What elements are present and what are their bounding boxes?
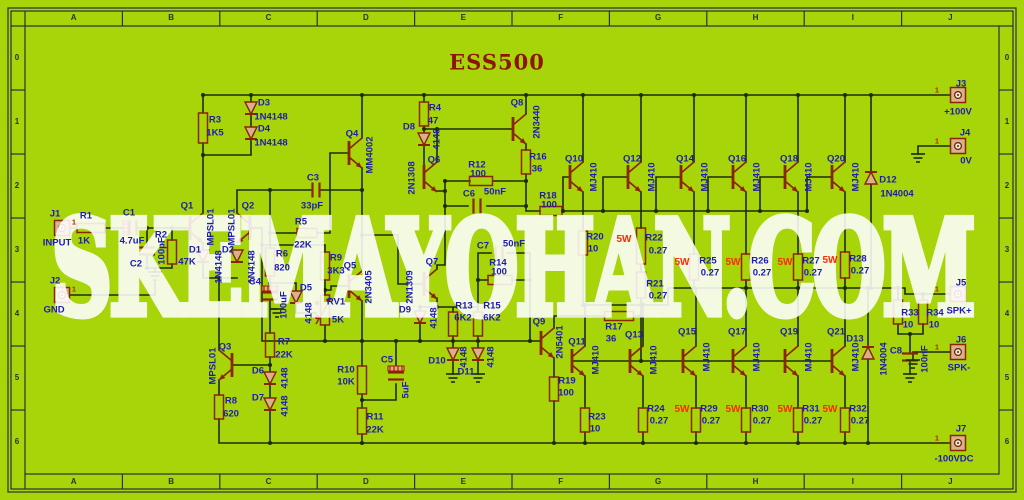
Q18-symbol xyxy=(783,161,799,193)
R4-symbol xyxy=(418,101,430,127)
Q2-symbol xyxy=(236,212,252,244)
R31-symbol xyxy=(792,407,804,433)
J2-symbol xyxy=(53,286,71,304)
D4-symbol xyxy=(243,126,259,141)
GND3-symbol xyxy=(446,373,460,383)
Q21-symbol xyxy=(830,345,846,377)
GND4-symbol xyxy=(471,373,485,383)
D8-symbol xyxy=(416,132,432,147)
R30-symbol xyxy=(740,407,752,433)
R29-symbol xyxy=(690,407,702,433)
D2-symbol xyxy=(229,249,245,264)
R15-symbol xyxy=(472,311,484,337)
R12-symbol xyxy=(468,175,494,187)
R23-symbol xyxy=(579,407,591,433)
wires-path xyxy=(68,94,952,444)
R34-symbol xyxy=(917,299,929,325)
R3-symbol xyxy=(197,112,209,144)
R7-symbol xyxy=(264,332,276,358)
R8-symbol xyxy=(213,394,225,420)
Q13-symbol xyxy=(628,345,644,377)
GND6-symbol xyxy=(906,359,920,369)
R27-symbol xyxy=(792,253,804,281)
GND1-symbol xyxy=(148,271,162,281)
R21-symbol xyxy=(635,271,647,299)
R33-symbol xyxy=(892,299,904,325)
R26-symbol xyxy=(740,253,752,281)
GND2-symbol xyxy=(270,308,284,318)
D1-symbol xyxy=(195,249,211,264)
wire-layer xyxy=(68,94,952,444)
Q14-symbol xyxy=(679,161,695,193)
Q7-symbol xyxy=(422,268,438,300)
Q9-symbol xyxy=(539,327,555,359)
R25-symbol xyxy=(688,253,700,281)
Q12-symbol xyxy=(626,161,642,193)
J5-symbol xyxy=(949,285,967,303)
Q20-symbol xyxy=(830,161,846,193)
R28-symbol xyxy=(839,251,851,279)
Q4-symbol xyxy=(347,137,363,169)
R14-symbol xyxy=(487,274,513,286)
R16-symbol xyxy=(520,149,532,175)
Q8-symbol xyxy=(511,113,527,145)
Q17-symbol xyxy=(731,345,747,377)
D6-symbol xyxy=(262,371,278,386)
C1-symbol xyxy=(122,220,138,236)
R32-symbol xyxy=(839,407,851,433)
R5-symbol xyxy=(296,227,318,239)
R13-symbol xyxy=(447,311,459,337)
C4-symbol xyxy=(261,285,279,301)
J4-symbol xyxy=(949,137,967,155)
R20-symbol xyxy=(577,230,589,256)
C5-symbol xyxy=(387,365,405,381)
D9-symbol xyxy=(412,310,428,325)
R6-symbol xyxy=(264,247,276,277)
R18-symbol xyxy=(539,205,563,217)
Q3-symbol xyxy=(218,349,234,381)
GND7-symbol xyxy=(903,373,917,383)
D5-symbol xyxy=(288,290,304,305)
Q15-symbol xyxy=(681,345,697,377)
Q19-symbol xyxy=(783,345,799,377)
C3-symbol xyxy=(311,182,321,198)
D13-symbol xyxy=(860,345,876,360)
C2-symbol xyxy=(139,246,155,256)
R17-symbol xyxy=(603,310,635,322)
C7-symbol xyxy=(494,245,504,261)
R2-symbol xyxy=(166,239,178,265)
C6-symbol xyxy=(472,198,482,214)
R24-symbol xyxy=(637,407,649,433)
R10-symbol xyxy=(356,365,368,395)
R22-symbol xyxy=(635,227,647,265)
Q1-symbol xyxy=(188,212,204,244)
D3-symbol xyxy=(243,101,259,116)
GND5-symbol xyxy=(911,153,925,163)
R11-symbol xyxy=(356,407,368,435)
J6-symbol xyxy=(949,343,967,361)
RV1-symbol xyxy=(314,294,332,326)
Q11-symbol xyxy=(570,345,586,377)
Q16-symbol xyxy=(731,161,747,193)
R19-symbol xyxy=(548,376,560,402)
junction-dots xyxy=(145,93,925,445)
R1-symbol xyxy=(76,222,106,234)
J3-symbol xyxy=(949,86,967,104)
D11-symbol xyxy=(470,347,486,362)
R9-symbol xyxy=(319,251,331,281)
D10-symbol xyxy=(445,347,461,362)
Q10-symbol xyxy=(568,161,584,193)
Q5-symbol xyxy=(347,270,363,302)
D7-symbol xyxy=(262,397,278,412)
D12-symbol xyxy=(863,170,879,185)
J7-symbol xyxy=(949,434,967,452)
component-layer xyxy=(53,86,967,452)
drawing-frame xyxy=(7,7,1017,493)
J1-symbol xyxy=(53,219,71,237)
Q6-symbol xyxy=(422,161,438,193)
